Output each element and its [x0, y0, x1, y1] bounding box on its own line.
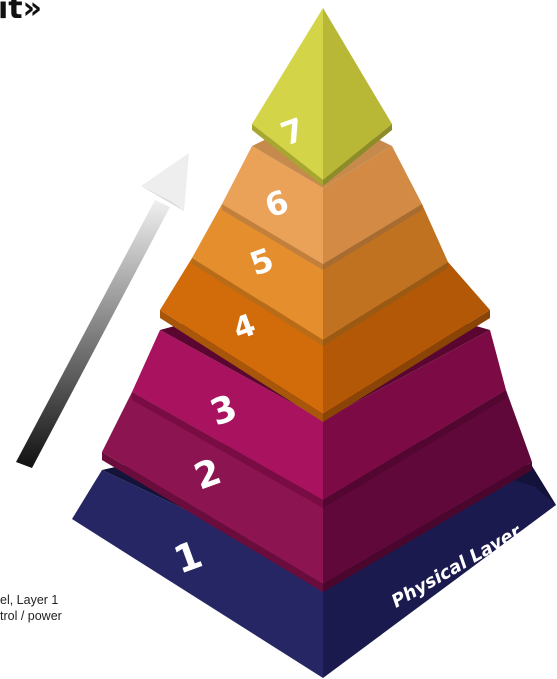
- caption-line-2: trol / power: [0, 609, 62, 623]
- layer-5-block: [192, 204, 448, 346]
- layer-2-block: [102, 390, 532, 592]
- page-title-fragment: it»: [0, 0, 43, 26]
- layer-6-block: [222, 112, 422, 270]
- caption-line-1: el, Layer 1: [0, 593, 59, 607]
- layer-7-block: [252, 8, 392, 186]
- caption-text: el, Layer 1 trol / power: [0, 592, 62, 624]
- up-arrow-icon: [16, 153, 189, 468]
- layer-4-block: [160, 258, 490, 422]
